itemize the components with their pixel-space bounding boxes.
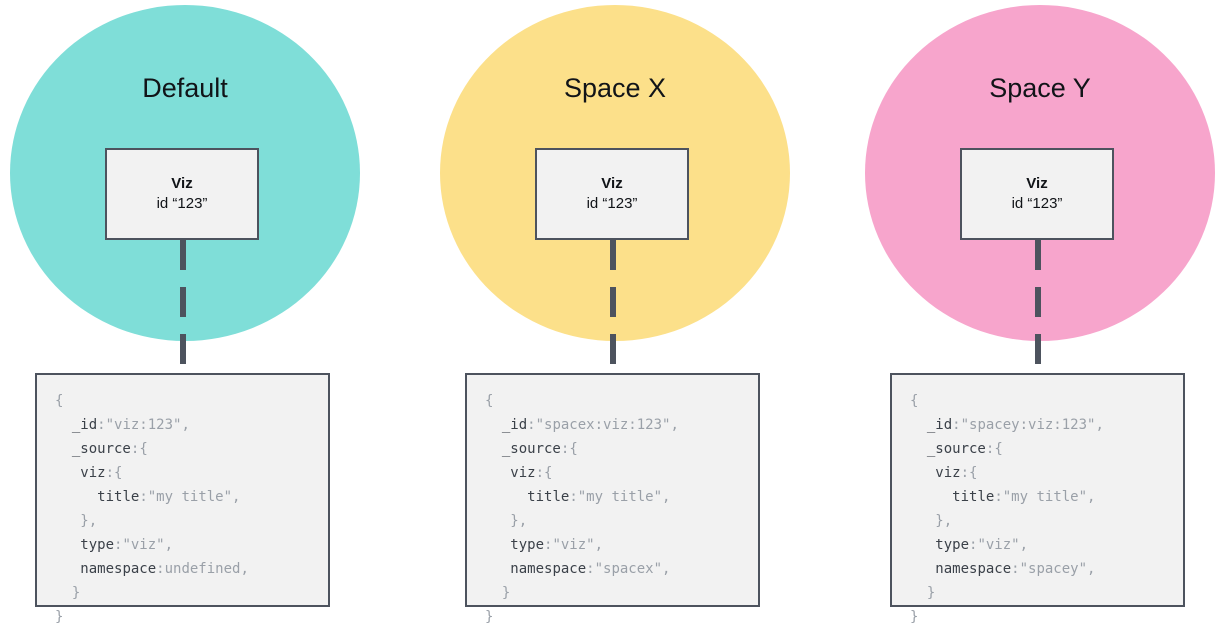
document-json: { _id:"viz:123", _source:{ viz:{ title:"… bbox=[55, 389, 249, 629]
code-line: namespace:undefined, bbox=[80, 561, 249, 577]
viz-entity-id: id “123” bbox=[1011, 195, 1063, 212]
code-line: _id:"viz:123", bbox=[71, 417, 190, 433]
space-panel: Space X Viz id “123” { _id:"spacex:viz:123"… bbox=[430, 0, 840, 625]
code-line: }, bbox=[80, 513, 98, 529]
code-line: } bbox=[55, 609, 64, 625]
saved-object-document: { _id:"spacex:viz:123", _source:{ viz:{ … bbox=[465, 373, 760, 625]
viz-entity-id: id “123” bbox=[156, 195, 208, 212]
document-json: { _id:"spacey:viz:123", _source:{ viz:{ … bbox=[910, 389, 1104, 629]
dashed-connector bbox=[180, 240, 186, 374]
code-line: type:"viz", bbox=[935, 537, 1029, 553]
code-line: } bbox=[910, 609, 919, 625]
code-line: { bbox=[485, 393, 494, 409]
saved-object-document: { _id:"spacey:viz:123", _source:{ viz:{ … bbox=[890, 373, 1185, 625]
viz-entity-title: Viz bbox=[171, 175, 193, 192]
code-line: _id:"spacex:viz:123", bbox=[501, 417, 679, 433]
space-title: Space Y bbox=[989, 73, 1091, 103]
viz-entity-box: Viz id “123” bbox=[105, 148, 259, 240]
viz-entity-title: Viz bbox=[601, 175, 623, 192]
code-line: _source:{ bbox=[926, 441, 1003, 457]
code-line: } bbox=[501, 585, 511, 601]
code-line: _id:"spacey:viz:123", bbox=[926, 417, 1104, 433]
saved-object-document: { _id:"viz:123", _source:{ viz:{ title:"… bbox=[35, 373, 330, 625]
code-line: { bbox=[910, 393, 919, 409]
space-title: Default bbox=[142, 73, 228, 103]
viz-entity-box: Viz id “123” bbox=[960, 148, 1114, 240]
space-title: Space X bbox=[563, 73, 667, 103]
code-line: } bbox=[926, 585, 936, 601]
code-line: viz:{ bbox=[510, 465, 553, 481]
code-line: namespace:"spacey", bbox=[935, 561, 1096, 577]
code-line: } bbox=[71, 585, 81, 601]
viz-entity-id: id “123” bbox=[586, 195, 638, 212]
code-line: }, bbox=[510, 513, 528, 529]
code-line: _source:{ bbox=[71, 441, 148, 457]
code-line: namespace:"spacex", bbox=[510, 561, 671, 577]
code-line: { bbox=[55, 393, 64, 409]
dashed-connector bbox=[1035, 240, 1041, 374]
code-line: }, bbox=[935, 513, 953, 529]
space-panel: Space Y Viz id “123” { _id:"spacey:viz:123"… bbox=[855, 0, 1228, 625]
viz-entity-box: Viz id “123” bbox=[535, 148, 689, 240]
code-line: title:"my title", bbox=[952, 489, 1096, 505]
code-line: viz:{ bbox=[80, 465, 123, 481]
code-line: type:"viz", bbox=[80, 537, 174, 553]
code-line: title:"my title", bbox=[527, 489, 671, 505]
code-line: viz:{ bbox=[935, 465, 978, 481]
document-json: { _id:"spacex:viz:123", _source:{ viz:{ … bbox=[485, 389, 679, 629]
code-line: title:"my title", bbox=[97, 489, 241, 505]
code-line: } bbox=[485, 609, 494, 625]
dashed-connector bbox=[610, 240, 616, 374]
viz-entity-title: Viz bbox=[1026, 175, 1048, 192]
code-line: _source:{ bbox=[501, 441, 578, 457]
code-line: type:"viz", bbox=[510, 537, 604, 553]
